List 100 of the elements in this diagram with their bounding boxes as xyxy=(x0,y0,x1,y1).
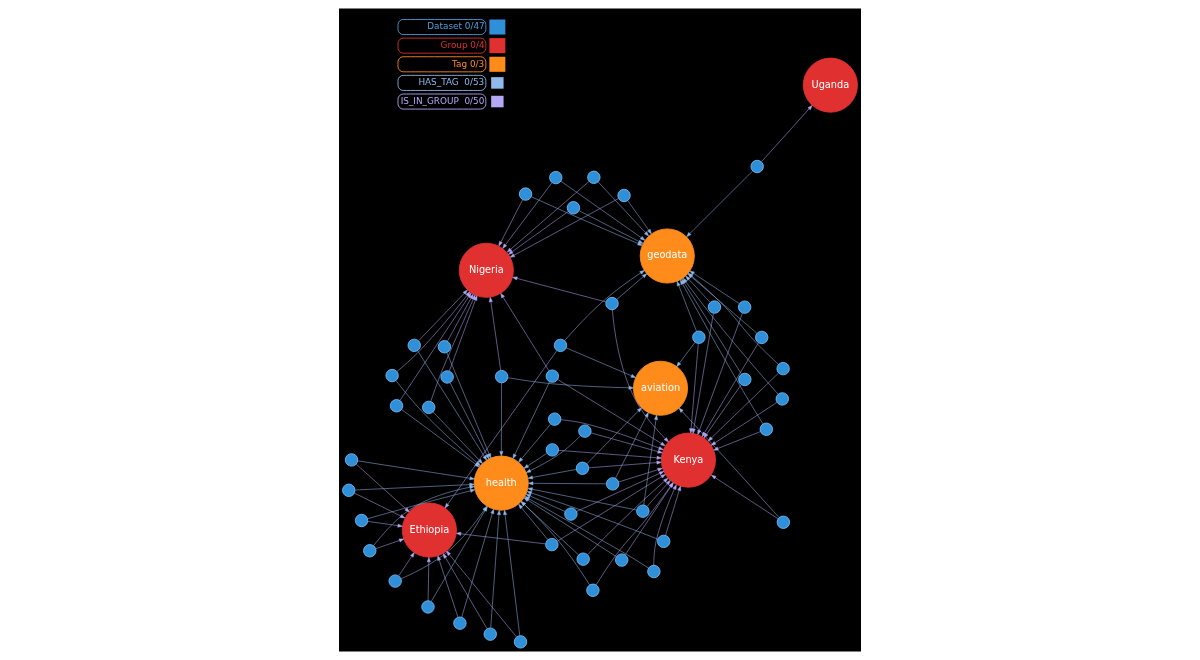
node-circle xyxy=(483,627,497,641)
arrow xyxy=(710,402,778,446)
arrow xyxy=(586,407,642,465)
arrow xyxy=(506,181,590,253)
arrow xyxy=(558,450,662,460)
arrow xyxy=(587,477,669,555)
node-circle xyxy=(657,534,671,549)
node-circle xyxy=(440,370,454,384)
node-circle xyxy=(553,338,568,353)
arrow xyxy=(367,521,403,528)
arrow xyxy=(357,460,475,481)
arrow xyxy=(557,379,666,447)
arrow xyxy=(597,181,649,237)
arrow xyxy=(564,270,645,341)
arrow xyxy=(527,487,637,511)
legend-label: Group 0/4 xyxy=(440,39,485,50)
arrow xyxy=(531,196,643,246)
arrow xyxy=(618,467,663,483)
arrow xyxy=(627,200,652,235)
node-circle xyxy=(586,583,600,597)
node-circle xyxy=(513,635,528,649)
arrow xyxy=(396,291,471,372)
arrow xyxy=(685,275,711,303)
arrow xyxy=(612,309,669,443)
arrow xyxy=(665,485,681,536)
node-circle xyxy=(578,424,592,438)
arrow xyxy=(615,412,649,479)
node-circle xyxy=(548,412,562,426)
arrow xyxy=(527,469,577,480)
legend-label: Tag 0/3 xyxy=(452,58,485,69)
arrow xyxy=(676,281,697,332)
node-circle xyxy=(494,369,509,384)
arrow xyxy=(449,295,478,372)
node-circle xyxy=(587,170,601,184)
node-circle xyxy=(421,600,435,614)
arrow xyxy=(678,407,780,518)
node-circle xyxy=(363,544,377,558)
node-circle xyxy=(692,330,706,344)
arrow xyxy=(578,210,644,244)
arrow xyxy=(489,297,501,371)
arrow xyxy=(524,496,649,569)
node-circle xyxy=(437,340,452,354)
node-circle xyxy=(575,461,590,475)
node-circle xyxy=(576,552,590,566)
node-circle xyxy=(422,400,436,415)
node-circle xyxy=(385,368,399,383)
arrow xyxy=(643,414,658,506)
arrow xyxy=(367,489,476,519)
arrow xyxy=(500,293,550,372)
arrow xyxy=(761,105,813,162)
arrow xyxy=(446,550,517,638)
arrow xyxy=(526,491,659,540)
arrow xyxy=(512,276,607,303)
arrow xyxy=(447,293,474,342)
node-circle xyxy=(564,507,578,521)
node-circle xyxy=(615,553,629,567)
arrow xyxy=(518,423,551,463)
arrow xyxy=(503,509,520,636)
arrow xyxy=(576,471,665,512)
node-circle xyxy=(738,300,752,314)
arrow xyxy=(354,492,406,519)
arrow xyxy=(373,485,475,546)
node-circle xyxy=(545,369,559,383)
node-circle xyxy=(707,300,722,314)
arrow xyxy=(646,480,671,507)
arrow xyxy=(560,180,646,241)
node-circle xyxy=(545,443,559,457)
arrow xyxy=(430,294,476,402)
arrow xyxy=(528,481,607,486)
node-circle xyxy=(647,564,661,579)
node-circle xyxy=(407,338,421,352)
node-circle xyxy=(606,477,620,491)
node-circle xyxy=(566,201,581,215)
node-circle xyxy=(545,537,559,552)
arrow xyxy=(689,343,699,434)
arrow xyxy=(691,312,714,434)
arrow xyxy=(355,463,410,513)
arrow xyxy=(703,384,742,439)
arrow xyxy=(418,289,468,341)
arrow xyxy=(442,553,488,629)
arrow xyxy=(697,313,743,435)
node-circle xyxy=(388,574,402,588)
arrow xyxy=(498,199,523,247)
node-circle xyxy=(617,188,631,203)
arrow xyxy=(417,350,487,461)
arrow xyxy=(708,372,779,442)
node-circle xyxy=(755,330,769,345)
arrow xyxy=(525,435,581,473)
arrow xyxy=(427,557,431,601)
arrow xyxy=(588,460,662,469)
arrow xyxy=(566,347,636,378)
arrow xyxy=(616,273,647,300)
legend-label: Dataset 0/47 xyxy=(427,21,485,32)
arrow xyxy=(507,377,634,390)
arrow xyxy=(399,292,472,401)
node-circle xyxy=(776,362,790,376)
node-circle xyxy=(354,513,369,528)
node-circle xyxy=(750,159,764,174)
arrow xyxy=(523,453,548,469)
arrow xyxy=(432,411,483,464)
